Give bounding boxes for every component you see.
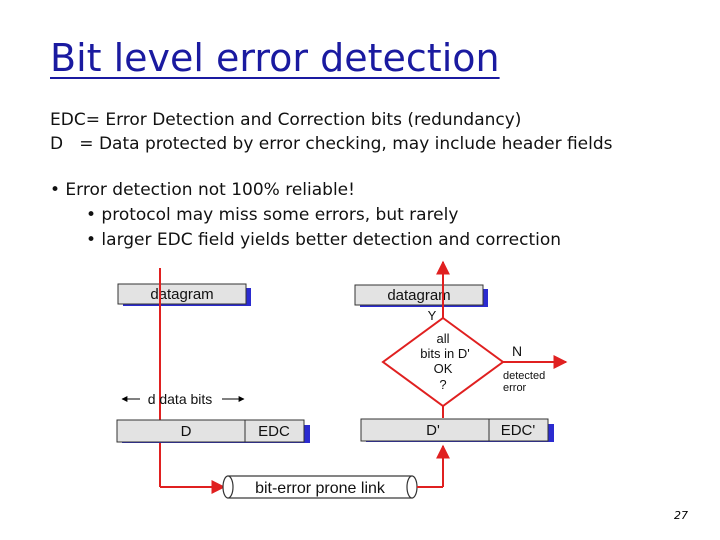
sender-d-label: D — [181, 423, 192, 440]
receiver-d-label: D' — [426, 422, 440, 439]
slide-title: Bit level error detection — [50, 36, 500, 80]
bit-error-link: bit-error prone link — [222, 475, 418, 499]
receiver-d-edc-box: D' EDC' — [360, 418, 554, 442]
receiver-edc-label: EDC' — [501, 422, 536, 439]
detected-error-line-1: detected — [503, 370, 545, 382]
decision-line-2: bits in D' — [420, 346, 469, 361]
page-number: 27 — [674, 509, 688, 522]
no-label: N — [512, 343, 522, 359]
decision-line-1: all — [436, 331, 449, 346]
bullet-reliability: • Error detection not 100% reliable! — [50, 180, 355, 200]
decision-line-3: OK — [434, 361, 453, 376]
detected-error-line-2: error — [503, 382, 527, 394]
sender-datagram-box: datagram — [117, 283, 251, 306]
sender-datagram-label: datagram — [150, 286, 213, 303]
sender-edc-label: EDC — [258, 423, 290, 440]
d-data-bits-label: d data bits — [148, 391, 213, 407]
decision-line-4: ? — [439, 377, 446, 392]
definition-d: D = Data protected by error checking, ma… — [50, 134, 613, 154]
sender-d-edc-box: D EDC — [116, 419, 310, 443]
bullet-larger-edc: • larger EDC field yields better detecti… — [86, 230, 562, 250]
yes-label: Y — [428, 308, 437, 323]
link-label: bit-error prone link — [255, 480, 386, 497]
decision-diamond — [381, 316, 505, 408]
receiver-datagram-box: datagram — [354, 284, 488, 307]
definition-edc: EDC= Error Detection and Correction bits… — [50, 110, 522, 130]
receiver-datagram-label: datagram — [387, 287, 450, 304]
bullet-miss-errors: • protocol may miss some errors, but rar… — [86, 205, 459, 225]
